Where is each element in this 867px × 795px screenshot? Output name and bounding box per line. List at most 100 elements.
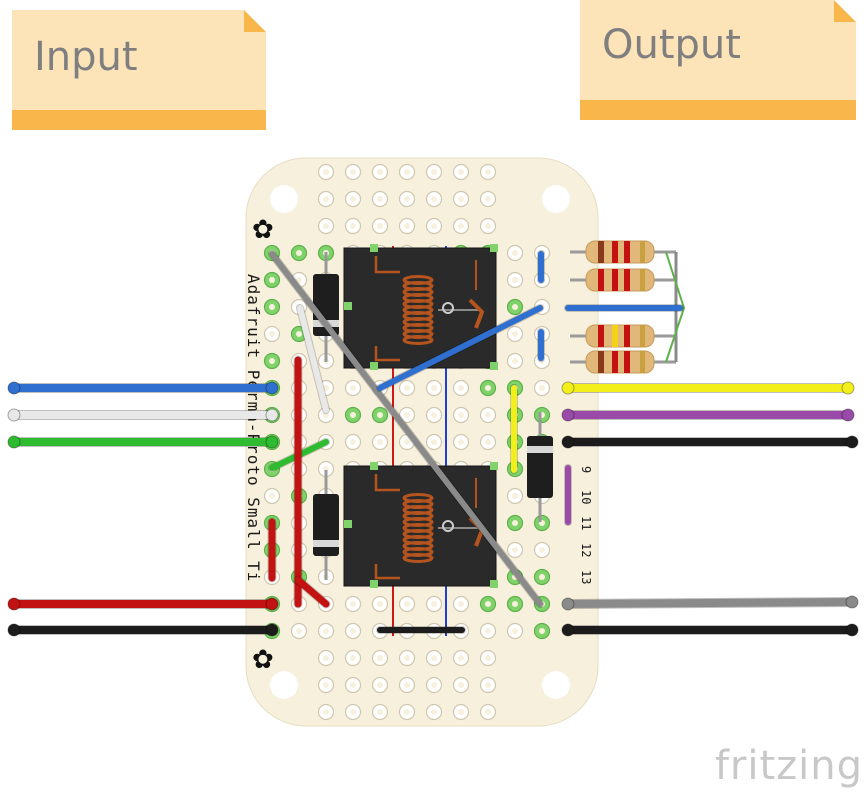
hole-center — [512, 277, 518, 283]
mount-hole — [270, 185, 298, 213]
hole-center — [404, 196, 410, 202]
resistor-band — [612, 269, 618, 291]
hole-center — [323, 169, 329, 175]
cable-end — [561, 435, 575, 449]
hole-center — [296, 628, 302, 634]
output-note-band — [580, 100, 856, 120]
hole-center — [269, 304, 275, 310]
hole-center — [269, 331, 275, 337]
hole-center — [512, 547, 518, 553]
hole-center — [377, 655, 383, 661]
cable-end — [841, 408, 855, 422]
hole-center — [377, 196, 383, 202]
resistor-band — [598, 325, 604, 347]
input-note-fold — [244, 10, 266, 32]
hole-center — [431, 655, 437, 661]
resistor-band — [598, 351, 604, 373]
cable-end — [265, 435, 279, 449]
hole-center — [431, 682, 437, 688]
hole-center — [512, 331, 518, 337]
hole-center — [458, 196, 464, 202]
hole-center — [377, 682, 383, 688]
hole-center — [512, 493, 518, 499]
coil-turn — [402, 335, 434, 345]
hole-center — [323, 628, 329, 634]
hole-center — [485, 628, 491, 634]
hole-center — [485, 655, 491, 661]
resistor-band — [598, 269, 604, 291]
hole-center — [377, 709, 383, 715]
pin-number: 13 — [579, 570, 593, 584]
cable-end — [561, 623, 575, 637]
hole-center — [485, 223, 491, 229]
hole-center — [512, 358, 518, 364]
hole-center — [404, 385, 410, 391]
hole-center — [458, 385, 464, 391]
hole-center — [404, 655, 410, 661]
hole-center — [404, 682, 410, 688]
hole-center — [269, 277, 275, 283]
resistor-band — [612, 241, 618, 263]
hole-center — [350, 655, 356, 661]
hole-center — [458, 709, 464, 715]
pin-number: 11 — [579, 516, 593, 530]
resistor-band — [640, 325, 645, 347]
hole-center — [350, 196, 356, 202]
hole-center — [296, 277, 302, 283]
input-label: Input — [34, 34, 138, 80]
cable-end — [7, 623, 21, 637]
fritzing-logo: fritzing — [714, 743, 863, 789]
hole-center — [377, 412, 383, 418]
hole-center — [404, 169, 410, 175]
hole-center — [458, 655, 464, 661]
hole-center — [323, 385, 329, 391]
mount-hole — [542, 671, 570, 699]
hole-center — [350, 223, 356, 229]
relay-top — [343, 244, 498, 370]
resistor-band — [640, 351, 645, 373]
flower-logo-icon: ✿ — [252, 215, 274, 245]
wire — [297, 305, 329, 413]
coil-turn — [402, 553, 434, 563]
hole-center — [458, 169, 464, 175]
hole-center — [485, 412, 491, 418]
hole-center — [458, 223, 464, 229]
resistor-band — [624, 325, 630, 347]
input-note-band — [12, 110, 266, 130]
input-note: Input — [12, 10, 266, 130]
hole-center — [431, 439, 437, 445]
cable-end — [265, 597, 279, 611]
hole-center — [485, 601, 491, 607]
hole-center — [485, 169, 491, 175]
hole-center — [512, 250, 518, 256]
hole-center — [269, 358, 275, 364]
cable-end — [561, 597, 575, 611]
hole-center — [404, 412, 410, 418]
hole-center — [404, 601, 410, 607]
hole-center — [431, 709, 437, 715]
wire — [294, 576, 330, 608]
resistor-band — [624, 241, 630, 263]
resistor-bank — [570, 240, 686, 374]
hole-center — [485, 385, 491, 391]
hole-center — [485, 682, 491, 688]
hole-center — [323, 223, 329, 229]
hole-center — [539, 547, 545, 553]
hole-center — [377, 169, 383, 175]
hole-center — [404, 223, 410, 229]
resistor-bus-green — [665, 251, 686, 363]
hole-center — [269, 493, 275, 499]
hole-center — [296, 331, 302, 337]
hole-center — [485, 439, 491, 445]
cable-end — [265, 408, 279, 422]
output-label: Output — [602, 22, 741, 68]
hole-center — [512, 628, 518, 634]
cable-end — [845, 623, 859, 637]
hole-center — [431, 385, 437, 391]
hole-center — [350, 628, 356, 634]
cable-end — [7, 597, 21, 611]
cable-end — [7, 381, 21, 395]
hole-center — [512, 520, 518, 526]
hole-center — [539, 628, 545, 634]
